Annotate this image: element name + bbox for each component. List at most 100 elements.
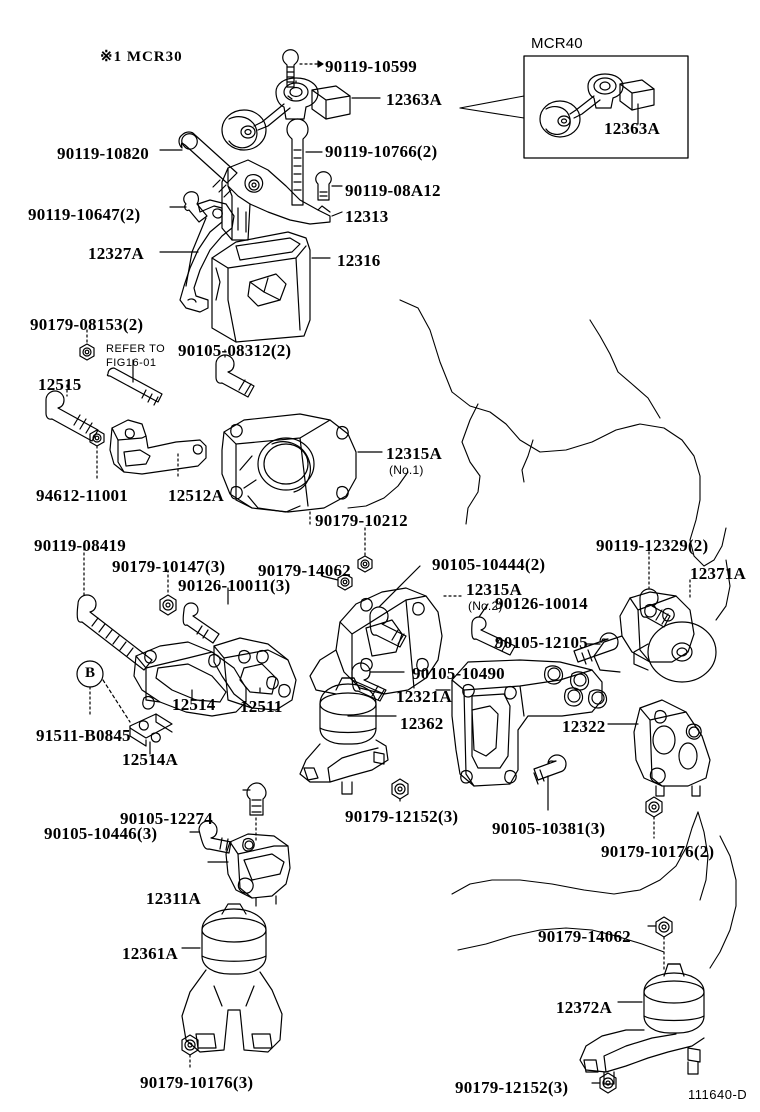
label-90179-10176-left: 90179-10176(3) [140,1073,254,1092]
label-90179-12152-right: 90179-12152(3) [455,1078,569,1097]
label-90179-12152-center: 90179-12152(3) [345,807,459,826]
part-90179-12152-nut-right [591,1072,617,1094]
label-12371A: 12371A [690,564,746,583]
part-90126-10011-bolt [182,587,229,644]
part-90179-10212-nut [357,527,373,573]
part-90119-08A12-bolt [315,171,343,201]
part-90105-12274-bolt [242,782,267,841]
label-90119-10599: 90119-10599 [325,57,417,76]
label-90105-10490: 90105-10490 [412,664,505,683]
label-12322: 12322 [562,717,606,736]
label-90119-12329: 90119-12329(2) [596,536,709,555]
part-12514A-pad [76,660,173,755]
label-12361A: 12361A [122,944,178,963]
part-12315A-no1-bracket [221,413,383,525]
part-90179-10147-nut [159,569,177,616]
label-12372A: 12372A [556,998,612,1017]
label-90179-14062-right: 90179-14062 [538,927,631,946]
label-91511-B0845: 91511-B0845 [36,726,131,745]
part-12512A-link [109,419,207,479]
label-90105-10446: 90105-10446(3) [44,824,158,843]
label-12315A-no1-sub: (No.1) [389,463,424,477]
label-90126-10011: 90126-10011(3) [178,576,291,595]
part-90179-10176-nut-left [181,1034,199,1069]
part-94612-11001-washer [89,429,105,479]
label-12511: 12511 [240,697,283,716]
part-12315A-no2-bracket [309,587,463,695]
part-90105-08312-bolt [215,349,255,398]
label-12327A: 12327A [88,244,144,263]
part-12313-bracket [221,159,343,241]
label-90119-08A12: 90119-08A12 [345,181,441,200]
part-90119-08419-bolt [76,547,153,671]
part-12514-bracket [133,641,247,717]
part-12371A-bracket [593,579,717,683]
label-12363A: 12363A [386,90,442,109]
part-12311A-bracket [207,833,291,907]
part-12316-cover [211,231,331,343]
part-refer-bolt [106,359,163,406]
part-90105-10381-bolt [533,754,567,811]
label-12313: 12313 [345,207,389,226]
part-90105-12105-bolt [573,632,619,665]
inset-box-MCR40 [459,55,689,159]
label-90119-10766: 90119-10766(2) [325,142,438,161]
part-12321A-bracket [435,659,608,787]
label-12515: 12515 [38,375,82,394]
label-90119-10820: 90119-10820 [57,144,149,163]
label-callout-b: B [85,665,96,681]
label-12315A-no1: 12315A [386,444,442,463]
part-12322-bracket [607,699,711,797]
label-94612-11001: 94612-11001 [36,486,128,505]
label-12315A-no2: 12315A [466,580,522,599]
label-12321A: 12321A [396,687,452,706]
part-90119-12329-bolt [639,551,671,628]
part-12362-insulator [299,677,397,795]
label-12315A-no2-sub: (No.2) [468,599,503,613]
part-90179-10176-nut-right [645,796,663,839]
label-12316: 12316 [337,251,381,270]
label-12512A: 12512A [168,486,224,505]
label-90105-08312: 90105-08312(2) [178,341,292,360]
part-90179-14062-nut-mid [321,573,353,591]
label-90179-10147: 90179-10147(3) [112,557,226,576]
part-12327A-stay [159,199,235,313]
label-90119-10647: 90119-10647(2) [28,205,141,224]
part-90126-10014-bolt [471,603,516,656]
label-12311A: 12311A [146,889,202,908]
label-inset-box-part: 12363A [604,119,660,138]
part-90119-10599-bolt [282,49,324,88]
engine-outline-lower [451,811,737,969]
part-12515-bolt [45,384,99,442]
label-90105-10444: 90105-10444(2) [432,555,546,574]
engine-contour-right [589,319,731,621]
label-refer-to-line2: FIG16-01 [106,357,157,369]
label-figure-number: 111640-D [688,1087,748,1102]
label-note-mcr30: ※1 MCR30 [100,49,183,65]
part-90105-10446-bolt [189,820,232,854]
label-12362: 12362 [400,714,444,733]
part-90119-10766-bolt [286,118,323,206]
part-12511-bracket [213,637,297,711]
label-90105-12105: 90105-12105 [495,633,588,652]
label-90105-12274: 90105-12274 [120,809,213,828]
part-12363A-insulator [221,77,381,151]
engine-outline [347,299,727,567]
label-90105-10381: 90105-10381(3) [492,819,606,838]
part-90179-12152-nut-center [391,778,409,805]
label-90126-10014: 90126-10014 [495,594,588,613]
part-90179-14062-nut-right [647,916,673,973]
part-90179-08153-nut [79,329,95,361]
label-90179-10176-right: 90179-10176(2) [601,842,715,861]
label-90119-08419: 90119-08419 [34,536,126,555]
label-90179-08153: 90179-08153(2) [30,315,144,334]
part-12361A-insulator [181,903,283,1053]
part-12372A-insulator [579,963,705,1085]
label-90179-10212: 90179-10212 [315,511,408,530]
part-90119-10647-bolt [169,191,208,223]
label-90179-14062-mid: 90179-14062 [258,561,351,580]
label-12514: 12514 [172,695,216,714]
label-refer-to-line1: REFER TO [106,343,166,355]
